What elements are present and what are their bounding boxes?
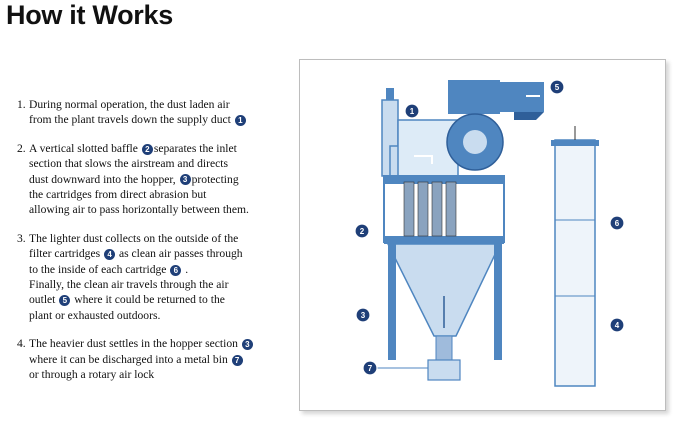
step-text: allowing air to pass horizontally betwee… [29, 203, 249, 217]
dust-collector-illustration: 1 2 3 4 5 6 7 [354, 79, 625, 387]
filter-cartridge [445, 181, 457, 237]
step-text: the cartridges from direct abrasion but [29, 188, 207, 202]
step-text: filter cartridges [29, 247, 101, 261]
callout-4: 4 [609, 317, 625, 333]
callout-badge-1: 1 [234, 115, 246, 127]
callout-6: 6 [609, 215, 625, 231]
callout-badge-3: 3 [241, 339, 253, 351]
callout-badge-5: 5 [59, 295, 71, 307]
step-text: to the inside of each cartridge [29, 262, 167, 276]
svg-text:6: 6 [615, 219, 620, 228]
svg-text:1: 1 [410, 107, 415, 116]
svg-text:3: 3 [361, 311, 366, 320]
housing-bottom-band [384, 236, 504, 244]
housing-top-band [384, 176, 504, 184]
step-text: section that slows the airstream and dir… [29, 157, 228, 171]
filter-cartridge [403, 181, 415, 237]
step-text: A vertical slotted baffle [29, 141, 138, 155]
duct-cap [386, 88, 394, 100]
step-number: 4. [17, 337, 26, 351]
callout-badge-6: 6 [170, 264, 182, 276]
cartridge-detail [554, 139, 596, 387]
filter-cartridge [417, 181, 429, 237]
step-text: protecting [191, 172, 239, 186]
filter-housing [383, 175, 505, 243]
step-1: 1.During normal operation, the dust lade… [17, 97, 287, 128]
svg-text:5: 5 [555, 83, 560, 92]
callout-badge-3: 3 [179, 174, 191, 186]
step-text: . [185, 262, 189, 276]
callout-3: 3 [355, 307, 371, 323]
page-title: How it Works [6, 0, 173, 30]
callout-badge-7: 7 [231, 354, 243, 366]
step-number: 1. [17, 98, 26, 111]
airflow-arrow [414, 155, 433, 164]
step-number: 3. [17, 231, 26, 245]
step-text: dust downward into the hopper, [29, 172, 176, 186]
discharge-neck [435, 335, 453, 361]
step-text: where it could be returned to the [74, 293, 225, 307]
step-text: Finally, the clean air travels through t… [29, 278, 229, 292]
fan-top [448, 80, 500, 114]
steps-list: 1.During normal operation, the dust lade… [17, 97, 287, 396]
step-text: or through a rotary air lock [29, 368, 155, 382]
filter-cartridge [431, 181, 443, 237]
step-text: plant or exhausted outdoors. [29, 308, 161, 322]
fan-hub [463, 130, 487, 154]
step-text: from the plant travels down the supply d… [29, 113, 231, 127]
svg-text:7: 7 [368, 364, 373, 373]
dust-collector-diagram: 1 2 3 4 5 6 7 [299, 59, 666, 411]
callout-badge-4: 4 [104, 249, 116, 261]
callout-2: 2 [354, 223, 370, 239]
step-text: During normal operation, the dust laden … [29, 98, 230, 111]
outlet-lip [514, 112, 544, 120]
step-number: 2. [17, 141, 26, 155]
step-text: where it can be discharged into a metal … [29, 352, 228, 366]
step-text: The heavier dust settles in the hopper s… [29, 337, 238, 351]
svg-text:2: 2 [360, 227, 365, 236]
hopper [386, 243, 502, 337]
callout-1: 1 [404, 103, 420, 119]
svg-text:4: 4 [615, 321, 620, 330]
cartridge-top-cap [551, 140, 599, 146]
leg-right [494, 244, 502, 360]
step-text: The lighter dust collects on the outside… [29, 231, 239, 245]
step-text: separates the inlet [153, 141, 237, 155]
discharge-bin [427, 359, 461, 381]
callout-badge-2: 2 [141, 143, 153, 155]
callout-5: 5 [549, 79, 565, 95]
step-text: outlet [29, 293, 56, 307]
step-4: 4.The heavier dust settles in the hopper… [17, 336, 287, 382]
step-text: as clean air passes through [118, 247, 243, 261]
step-3: 3.The lighter dust collects on the outsi… [17, 231, 287, 323]
callout-7: 7 [362, 360, 378, 376]
leg-left [388, 244, 396, 360]
